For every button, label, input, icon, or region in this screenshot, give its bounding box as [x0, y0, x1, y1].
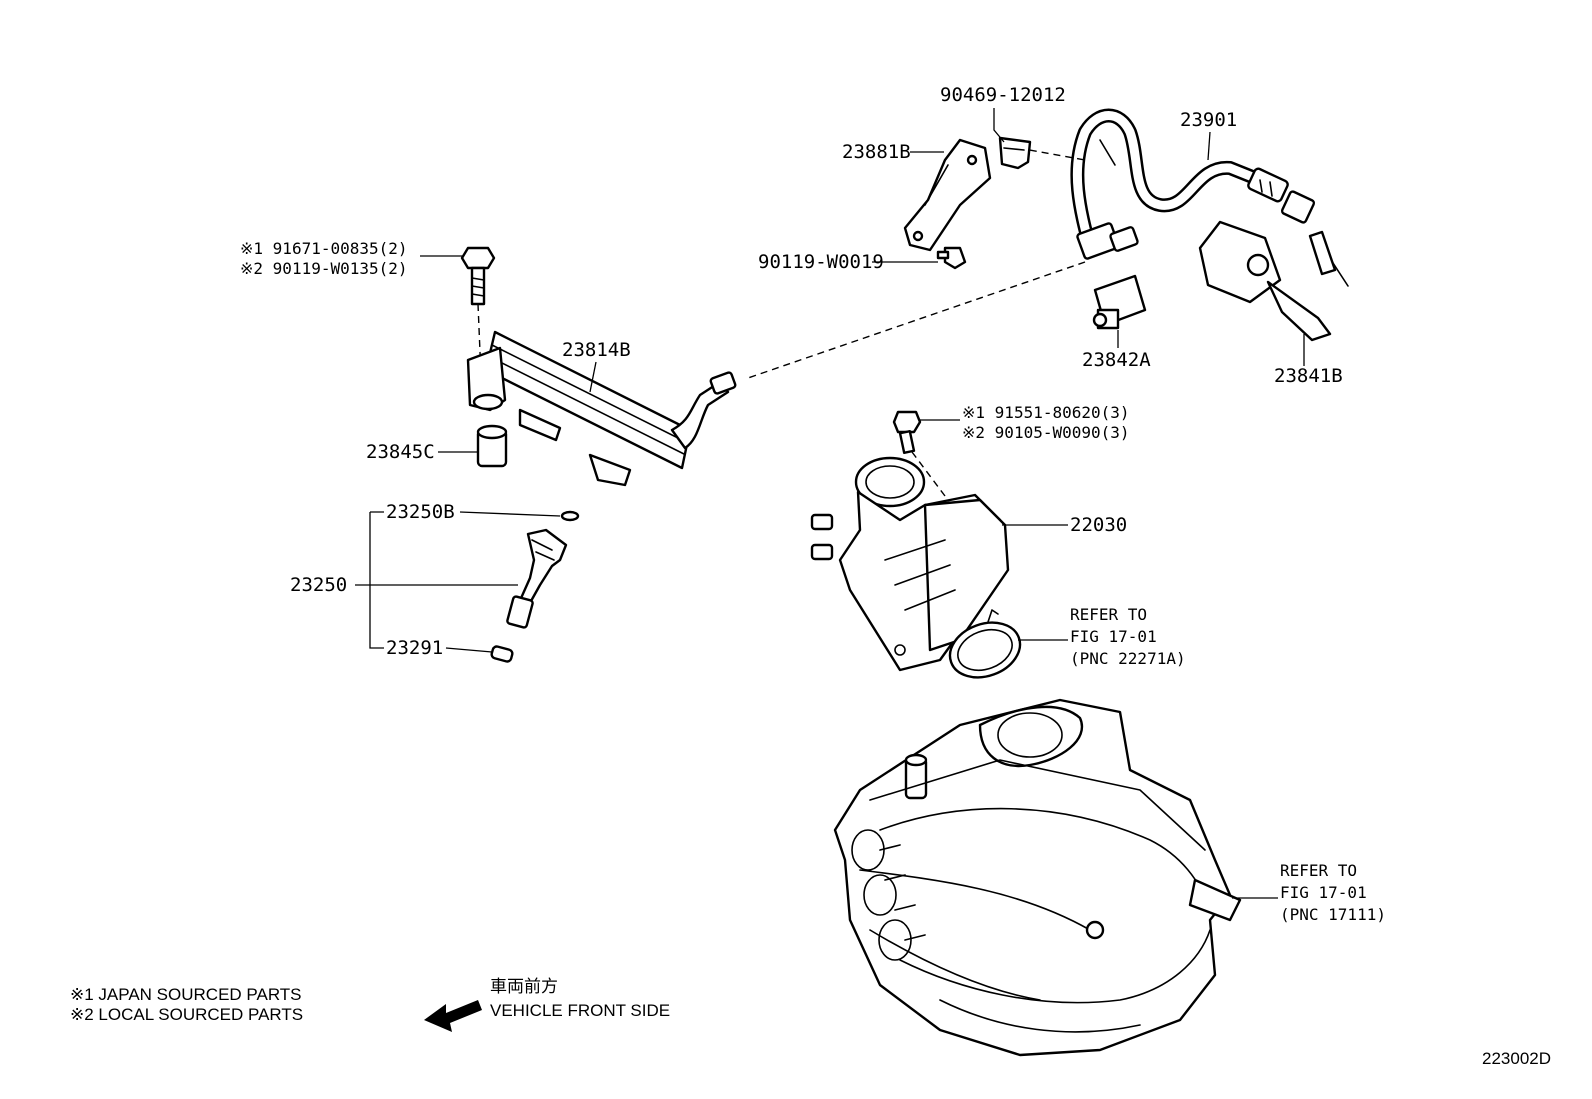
label-23814B: 23814B [562, 339, 631, 361]
throttle-body-22030[interactable] [810, 456, 1010, 672]
label-22030: 22030 [1070, 514, 1127, 536]
connector-23841B[interactable] [1198, 220, 1349, 342]
bolt-fuel-rail[interactable] [460, 246, 496, 401]
label-bolt-a-japan: ※1 91671-00835(2) [240, 239, 408, 258]
legend-japan-sourced: ※1 JAPAN SOURCED PARTS [70, 985, 302, 1004]
label-23841B: 23841B [1274, 365, 1343, 387]
clip-90469[interactable] [998, 136, 1032, 170]
fuel-hose-23901[interactable] [1017, 108, 1316, 255]
gasket-ref-line3: (PNC 22271A) [1070, 649, 1186, 668]
injector-23250[interactable] [506, 528, 568, 629]
label-bolt-b-japan: ※1 91551-80620(3) [962, 403, 1130, 422]
figure-id: 223002D [1482, 1049, 1551, 1068]
throttle-body-gasket[interactable] [942, 609, 1027, 687]
label-bolt-b-local: ※2 90105-W0090(3) [962, 423, 1130, 442]
vehicle-front-side: VEHICLE FRONT SIDE [490, 1001, 670, 1020]
manifold-ref-line3: (PNC 17111) [1280, 905, 1386, 924]
fuel-rail-23814B[interactable] [466, 330, 737, 487]
legend-local-sourced: ※2 LOCAL SOURCED PARTS [70, 1005, 303, 1024]
o-ring-23250B[interactable] [560, 510, 580, 522]
label-bolt-a-local: ※2 90119-W0135(2) [240, 259, 408, 278]
manifold-ref-line2: FIG 17-01 [1280, 883, 1367, 902]
vehicle-front-japanese: 車両前方 [490, 977, 558, 996]
manifold-ref-line1: REFER TO [1280, 861, 1357, 880]
intake-manifold[interactable] [833, 698, 1242, 1057]
bolt-throttle-body[interactable] [892, 410, 949, 501]
label-90119-w0019: 90119-W0019 [758, 251, 884, 273]
label-23842A: 23842A [1082, 349, 1151, 371]
gasket-ref-line1: REFER TO [1070, 605, 1147, 624]
label-23901: 23901 [1180, 109, 1237, 131]
label-23881B: 23881B [842, 141, 911, 163]
label-23845C: 23845C [366, 441, 435, 463]
arrow-left-icon [424, 1000, 482, 1032]
connector-23842A[interactable] [747, 222, 1147, 379]
label-23250B: 23250B [386, 501, 455, 523]
insulator-23845C[interactable] [476, 424, 508, 468]
leader-lines [355, 108, 1305, 899]
bracket-23881B[interactable] [903, 138, 992, 252]
gasket-ref-line2: FIG 17-01 [1070, 627, 1157, 646]
insulator-23291[interactable] [490, 645, 514, 663]
label-23291: 23291 [386, 637, 443, 659]
label-23250: 23250 [290, 574, 347, 596]
bolt-90119-w0019[interactable] [936, 246, 967, 270]
label-90469-12012: 90469-12012 [940, 84, 1066, 106]
